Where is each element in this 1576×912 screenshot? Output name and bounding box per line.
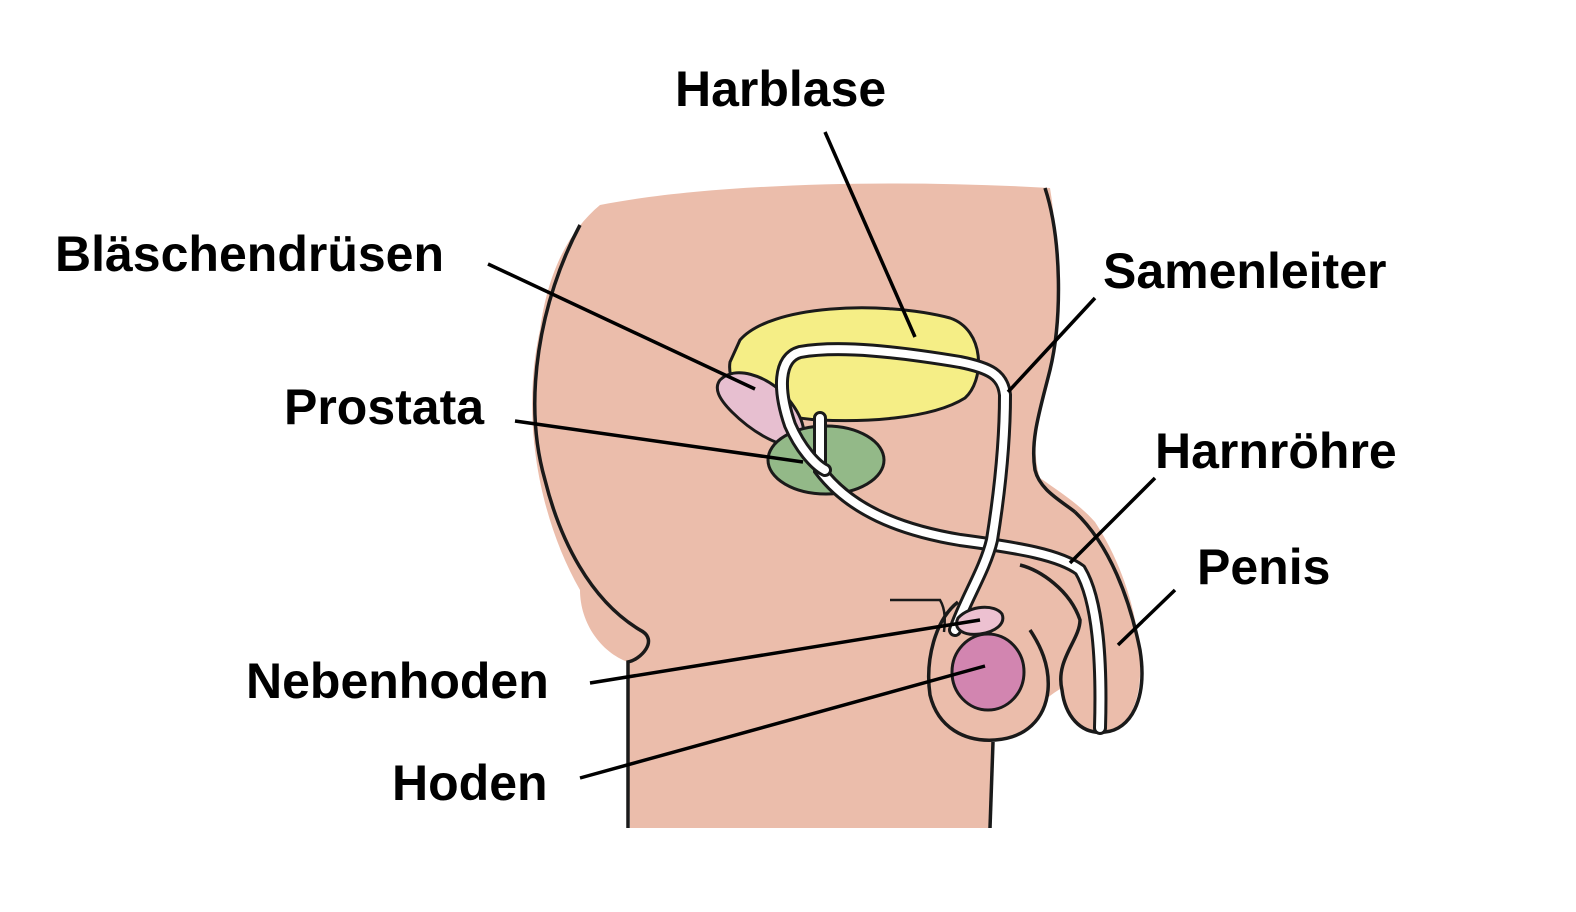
leg-outline: [988, 741, 995, 829]
back-outline: [533, 224, 650, 828]
label-harnroehre: Harnröhre: [1155, 423, 1397, 479]
label-harblase: Harblase: [675, 61, 887, 117]
label-penis: Penis: [1197, 539, 1331, 595]
leader-line-prostata: [514, 419, 804, 464]
label-hoden: Hoden: [392, 755, 548, 811]
leader-line-harnroehre: [1068, 476, 1157, 565]
vas-deferens-duct-inner: [778, 345, 1010, 634]
crotch-line: [890, 598, 947, 633]
front-outline: [1031, 187, 1077, 514]
label-blaeschendruesen: Bläschendrüsen: [55, 226, 445, 282]
body-silhouette: [532, 183, 1141, 829]
leader-line-samenleiter: [1006, 296, 1097, 394]
label-nebenhoden: Nebenhoden: [246, 653, 549, 709]
label-samenleiter: Samenleiter: [1103, 243, 1387, 299]
leader-line-hoden: [579, 664, 986, 780]
leader-line-penis: [1116, 588, 1177, 647]
leader-line-harblase: [823, 131, 917, 338]
leader-line-nebenhoden: [589, 618, 981, 685]
urethra-duct-inner: [816, 414, 1105, 732]
testis-organ: [950, 632, 1026, 712]
leader-line-blaeschendruesen: [487, 262, 756, 391]
label-prostata: Prostata: [284, 379, 485, 435]
penis-outline: [1019, 510, 1144, 734]
